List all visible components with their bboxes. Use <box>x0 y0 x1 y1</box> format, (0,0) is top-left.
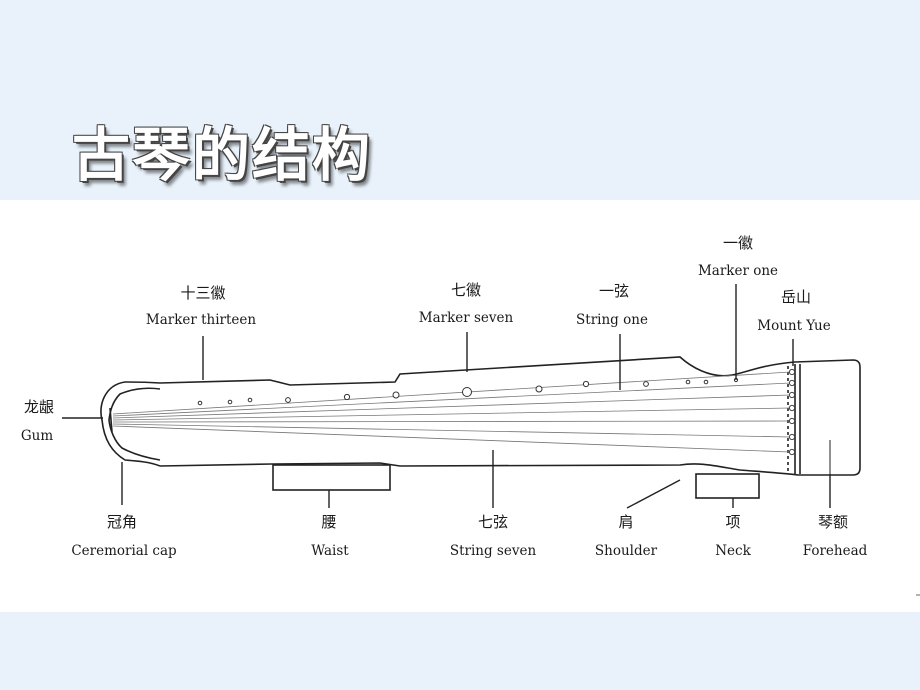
waist-en: Waist <box>311 543 349 559</box>
leader-lines <box>62 284 831 509</box>
shoulder-zh: 肩 <box>618 513 633 531</box>
marker-thirteen-en: Marker thirteen <box>146 312 257 328</box>
marker-seven-zh: 七徽 <box>451 281 481 299</box>
mount-yue-en: Mount Yue <box>757 318 830 334</box>
title-band <box>0 0 920 200</box>
marker-one-zh: 一徽 <box>723 234 753 252</box>
ceremonial-cap-zh: 冠角 <box>107 513 137 531</box>
guqin-strings <box>112 371 791 453</box>
guqin-body-outline <box>100 356 861 476</box>
ceremonial-cap-en: Ceremorial cap <box>71 543 176 559</box>
gum-en: Gum <box>21 428 53 444</box>
string-seven-zh: 七弦 <box>478 513 508 531</box>
guqin-feet <box>272 464 760 499</box>
marker-seven-en: Marker seven <box>419 310 514 326</box>
string-one-en: String one <box>576 312 648 328</box>
shoulder-en: Shoulder <box>595 543 658 559</box>
neck-en: Neck <box>715 543 751 559</box>
marker-thirteen-zh: 十三徽 <box>180 284 225 302</box>
gum-zh: 龙龈 <box>24 398 54 416</box>
neck-zh: 项 <box>725 513 740 531</box>
forehead-zh: 琴额 <box>818 513 848 531</box>
marker-one-en: Marker one <box>698 263 778 279</box>
waist-zh: 腰 <box>321 513 336 531</box>
forehead-en: Forehead <box>803 543 868 559</box>
hui-markers <box>197 377 739 406</box>
footer-band <box>0 612 920 690</box>
string-seven-en: String seven <box>450 543 537 559</box>
string-one-zh: 一弦 <box>599 282 629 300</box>
mount-yue-zh: 岳山 <box>781 288 811 306</box>
string-holes <box>788 368 796 456</box>
slide-title: 古琴的结构 <box>72 121 373 189</box>
